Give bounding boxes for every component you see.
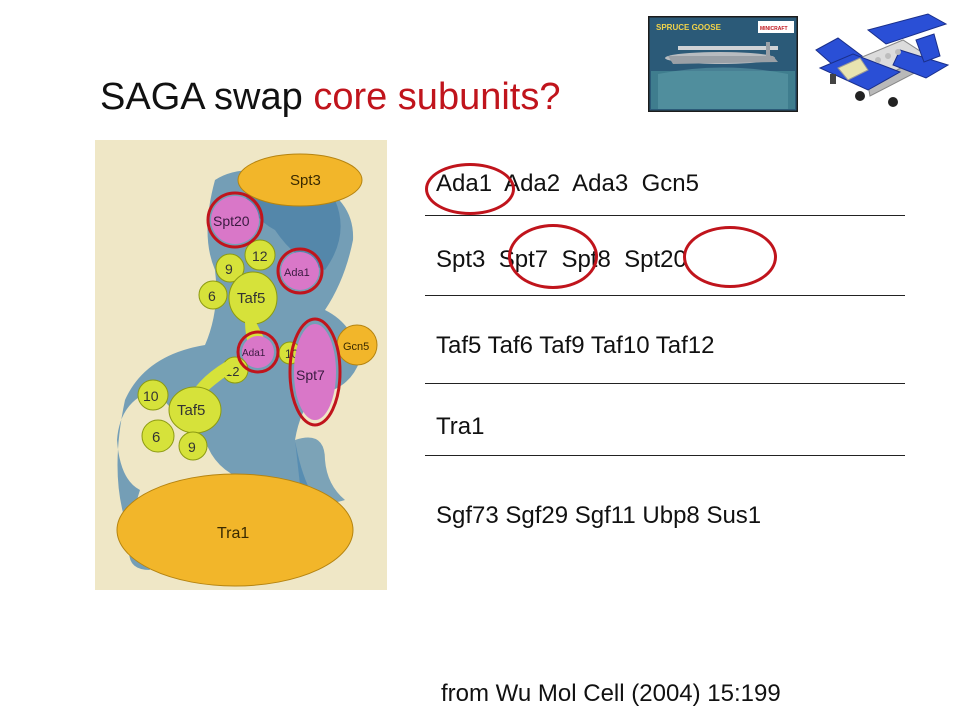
spt7-blob: Spt7: [294, 324, 336, 420]
subunit-taf10: Taf10: [590, 332, 650, 359]
subunit-spt20: Spt20: [624, 246, 687, 273]
spt20-blob: Spt20: [211, 196, 259, 244]
subunit-sus1: Sus1: [706, 502, 762, 529]
saga-structure-diagram: Spt3 Spt20 12 9 6 Taf5 Ada1 Ada1 10 12 G…: [95, 140, 387, 590]
six-top-label: 6: [208, 288, 216, 304]
lower-taf-cluster: 10 Taf5 6 9: [137, 379, 222, 461]
title-accent: core subunits?: [313, 76, 561, 118]
upper-taf-cluster: 12 9 6 Taf5 Ada1: [198, 239, 319, 325]
subunit-taf12: Taf12: [655, 332, 715, 359]
ada1-mid-highlight-ring: [236, 330, 280, 374]
gcn5-blob: Gcn5: [336, 324, 378, 366]
gcn5-label: Gcn5: [343, 341, 369, 353]
spt7-text-highlight-ring: [508, 224, 598, 289]
divider-3: [425, 383, 905, 384]
slide-title: SAGA swap core subunits?: [100, 76, 560, 119]
subunit-ada3: Ada3: [572, 170, 629, 197]
goose-box-brand: MINICRAFT: [760, 26, 788, 32]
ten-low-label: 10: [143, 388, 159, 404]
subunit-spt3: Spt3: [436, 246, 486, 273]
subunit-sgf11: Sgf11: [574, 502, 636, 529]
taf5-top-label: Taf5: [237, 290, 265, 307]
subunit-tra1: Tra1: [436, 413, 485, 440]
ada1-mid-label: Ada1: [242, 348, 266, 359]
nine-low-label: 9: [188, 439, 196, 455]
spt20-highlight-ring: [206, 191, 264, 249]
citation: from Wu Mol Cell (2004) 15:199: [441, 680, 781, 707]
spt7-label: Spt7: [296, 367, 325, 383]
title-main: SAGA swap: [100, 76, 314, 118]
group-taf-row: Taf5 Taf6 Taf9 Taf10 Taf12: [436, 332, 715, 360]
subunit-taf6: Taf6: [487, 332, 533, 359]
tra1-label: Tra1: [217, 525, 249, 542]
spt7-highlight-ring: [288, 317, 342, 427]
spt20-label: Spt20: [213, 213, 250, 229]
six-low-label: 6: [152, 429, 160, 446]
spt3-blob: Spt3: [237, 153, 363, 207]
nine-top-label: 9: [225, 261, 233, 277]
twelve-top-label: 12: [252, 248, 268, 264]
group-tra-row: Tra1: [436, 413, 484, 441]
divider-4: [425, 455, 905, 456]
subunit-ubp8: Ubp8: [642, 502, 700, 529]
subunit-sgf29: Sgf29: [505, 502, 569, 529]
ada1-top-label: Ada1: [284, 267, 310, 279]
divider-2: [425, 295, 905, 296]
subunit-taf9: Taf9: [539, 332, 585, 359]
lego-airplane-image: [815, 13, 950, 107]
subunit-sgf73: Sgf73: [436, 502, 499, 529]
group-sgf-row: Sgf73 Sgf29 Sgf11 Ubp8 Sus1: [436, 502, 761, 530]
ada1-top-highlight-ring: [276, 247, 324, 295]
tra1-blob: Tra1: [116, 473, 354, 587]
spruce-goose-image: SPRUCE GOOSE MINICRAFT: [648, 16, 798, 112]
ada1-text-highlight-ring: [425, 163, 515, 215]
subunit-taf5: Taf5: [436, 332, 482, 359]
spt3-label: Spt3: [290, 172, 321, 189]
highlight-rings: [206, 191, 342, 427]
goose-box-title: SPRUCE GOOSE: [656, 23, 722, 32]
spt20-text-highlight-ring: [683, 226, 777, 288]
divider-1: [425, 215, 905, 216]
taf5-low-label: Taf5: [177, 402, 205, 419]
subunit-gcn5: Gcn5: [641, 170, 699, 197]
